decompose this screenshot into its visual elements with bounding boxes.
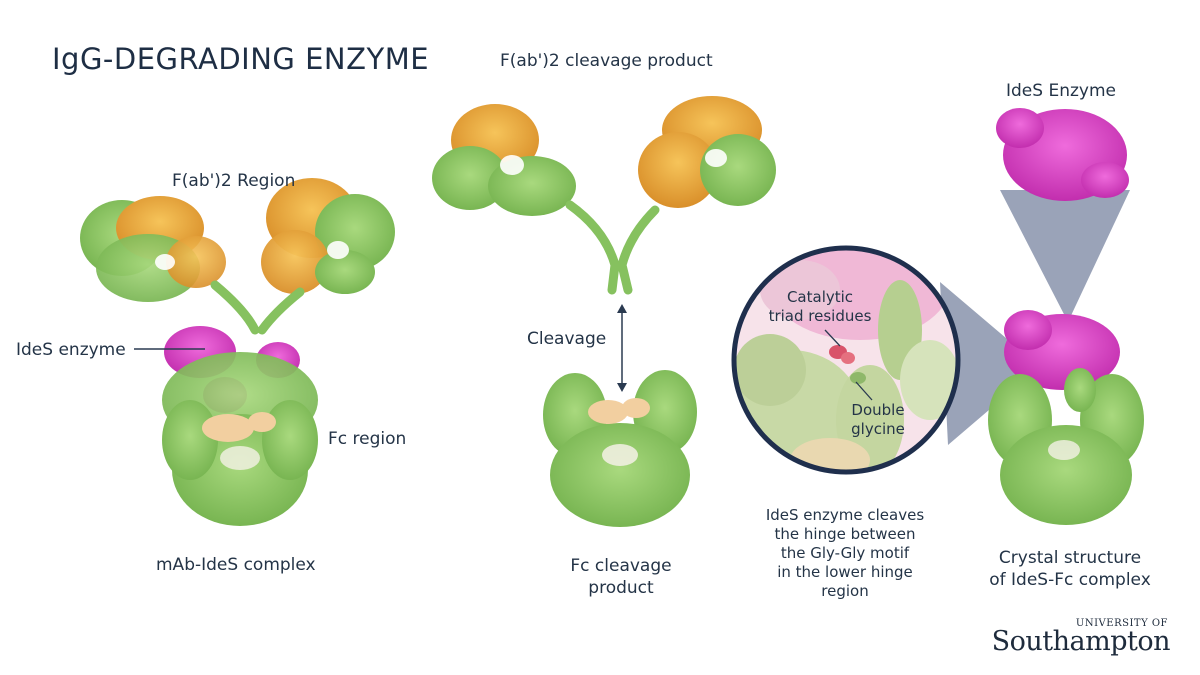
right-fab-arm <box>261 178 395 294</box>
fab-region-label: F(ab')2 Region <box>172 171 296 191</box>
left-fab-arm <box>80 196 226 302</box>
cleavage-label: Cleavage <box>527 329 607 349</box>
page-title: IgG-DEGRADING ENZYME <box>52 42 430 76</box>
mab-complex-label: mAb-IdeS complex <box>156 555 316 575</box>
fab2-cleavage-product <box>432 96 776 295</box>
catalytic-triad-label: Catalytic triad residues <box>768 288 872 325</box>
zoom-cone-top <box>1000 190 1130 322</box>
ides-fc-complex <box>988 310 1144 525</box>
ides-enzyme-top-label: IdeS Enzyme <box>1006 81 1116 101</box>
mab-ides-complex <box>80 178 395 526</box>
fc-domain <box>162 352 318 526</box>
fab-product-label: F(ab')2 cleavage product <box>500 51 713 71</box>
fc-region-label: Fc region <box>328 429 407 449</box>
crystal-structure-label: Crystal structure of IdeS-Fc complex <box>989 548 1151 590</box>
university-logo: UNIVERSITY OF Southampton <box>991 618 1171 657</box>
cleavage-caption: IdeS enzyme cleaves the hinge between th… <box>765 506 925 600</box>
logo-small-text: UNIVERSITY OF <box>1075 618 1168 629</box>
cleavage-arrow <box>617 304 627 392</box>
fc-product-label: Fc cleavage product <box>570 556 672 598</box>
zoom-inset <box>731 245 961 475</box>
logo-big-text: Southampton <box>991 626 1171 657</box>
zoom-cone-side <box>940 282 1046 445</box>
ides-enzyme-top <box>996 108 1129 201</box>
double-glycine-label: Double glycine <box>851 401 905 438</box>
ides-enzyme-label: IdeS enzyme <box>16 340 126 360</box>
fc-cleavage-product <box>543 370 697 527</box>
